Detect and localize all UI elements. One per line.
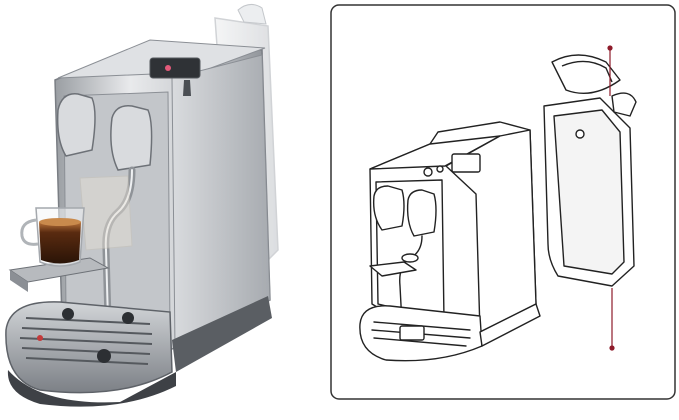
diagram-tank-lid-rim bbox=[561, 60, 613, 83]
diagram-drip-insert bbox=[399, 325, 425, 341]
leader-lines bbox=[607, 45, 615, 351]
diagram-water-tank-inner bbox=[553, 109, 625, 275]
steam-wand-highlight bbox=[104, 169, 133, 321]
diagram-wand-ring bbox=[401, 253, 419, 263]
diagram-tank-valve bbox=[575, 129, 585, 139]
milk-jug bbox=[79, 175, 133, 251]
drip-tray-hole bbox=[62, 308, 74, 320]
machine-side-panel bbox=[171, 54, 271, 349]
diagram-tank-handle bbox=[611, 92, 637, 117]
espresso-crema bbox=[39, 218, 81, 226]
diagram-coffee-head bbox=[372, 185, 405, 231]
display-indicator-light bbox=[165, 65, 171, 71]
diagram-tank-lid bbox=[551, 54, 621, 94]
steam-knob-icon bbox=[183, 80, 191, 96]
drip-tray-hole-2 bbox=[122, 312, 134, 324]
diagram-steam-head bbox=[406, 189, 437, 237]
drip-tray-hole-3 bbox=[97, 349, 111, 363]
photo-svg bbox=[5, 4, 279, 407]
diagram-button-2 bbox=[436, 165, 444, 173]
diagram-cup-platform bbox=[369, 261, 417, 277]
steam-wand-head bbox=[110, 105, 153, 171]
cup-platform-edge bbox=[10, 270, 28, 292]
drip-tray-base bbox=[5, 301, 173, 394]
machine-plinth bbox=[172, 296, 272, 372]
control-display bbox=[149, 57, 201, 79]
exploded-line-drawing bbox=[330, 4, 676, 400]
espresso-coffee bbox=[39, 222, 81, 264]
drip-tray-red-marker bbox=[37, 335, 43, 341]
diagram-button bbox=[423, 167, 433, 177]
diagram-control-display bbox=[451, 153, 481, 173]
diagram-svg bbox=[330, 4, 676, 400]
leader-dot-lid bbox=[607, 45, 613, 51]
base-shadow-edge bbox=[7, 370, 177, 407]
espresso-machine-photo bbox=[0, 0, 320, 420]
water-tank-cap bbox=[237, 4, 267, 25]
coffee-spout-head bbox=[56, 93, 96, 157]
leader-dot-tank bbox=[609, 345, 615, 351]
diagram-plinth bbox=[479, 303, 541, 347]
glass-handle bbox=[20, 218, 39, 246]
